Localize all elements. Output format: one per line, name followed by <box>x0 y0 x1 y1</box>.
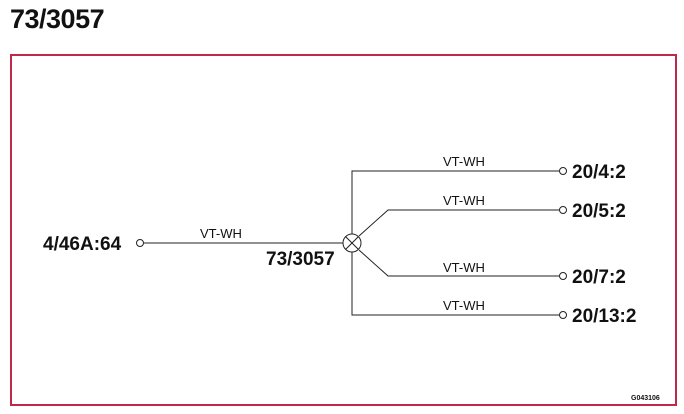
figure-code: G043106 <box>631 395 660 402</box>
branch-wire-label-4: VT-WH <box>443 298 485 313</box>
terminal-label-2: 20/5:2 <box>572 201 626 222</box>
page-title: 73/3057 <box>10 4 105 34</box>
splice-cross-line-b <box>345 236 359 250</box>
terminal-label-4: 20/13:2 <box>572 306 636 327</box>
branch-wire-label-3: VT-WH <box>443 260 485 275</box>
branch-wire-label-2: VT-WH <box>443 193 485 208</box>
terminal-dot-4 <box>559 311 567 319</box>
branch-wire-label-1: VT-WH <box>443 154 485 169</box>
terminal-dot-2 <box>559 206 567 214</box>
terminal-dot-1 <box>559 167 567 175</box>
terminal-label-1: 20/4:2 <box>572 162 626 183</box>
terminal-label-3: 20/7:2 <box>572 267 626 288</box>
splice-label: 73/3057 <box>266 249 335 270</box>
source-label: 4/46A:64 <box>43 234 122 255</box>
diagram-frame <box>10 54 677 406</box>
source-wire-label: VT-WH <box>200 226 242 241</box>
branch-line-1 <box>351 170 559 243</box>
branch-line-4 <box>351 243 559 316</box>
terminal-dot-3 <box>559 272 567 280</box>
source-connector-dot <box>136 239 144 247</box>
branch-line-3 <box>358 249 559 277</box>
branch-line-2 <box>358 209 559 237</box>
